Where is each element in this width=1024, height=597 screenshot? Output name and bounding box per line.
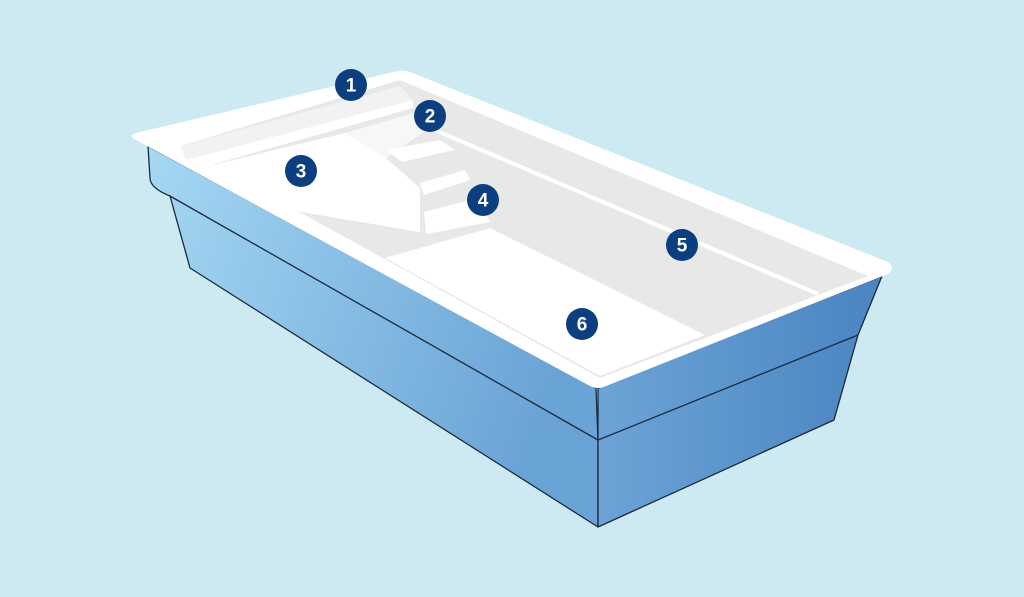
marker-1[interactable]: 1 bbox=[335, 69, 367, 101]
marker-3[interactable]: 3 bbox=[285, 155, 317, 187]
svg-text:5: 5 bbox=[677, 236, 688, 257]
pool-shell bbox=[147, 145, 883, 528]
svg-text:2: 2 bbox=[425, 107, 436, 128]
deep-floor bbox=[385, 228, 705, 376]
svg-text:4: 4 bbox=[478, 191, 489, 212]
marker-2[interactable]: 2 bbox=[414, 100, 446, 132]
marker-badges: 1 2 3 4 5 6 bbox=[285, 69, 698, 340]
svg-text:6: 6 bbox=[577, 315, 588, 336]
bench bbox=[180, 86, 413, 160]
step-1 bbox=[386, 140, 455, 162]
bench-top bbox=[186, 100, 413, 168]
marker-6[interactable]: 6 bbox=[566, 308, 598, 340]
ledge-edge bbox=[429, 126, 819, 296]
step-2 bbox=[420, 170, 470, 195]
marker-5[interactable]: 5 bbox=[666, 229, 698, 261]
svg-text:1: 1 bbox=[346, 76, 357, 97]
marker-4[interactable]: 4 bbox=[467, 184, 499, 216]
svg-text:3: 3 bbox=[296, 162, 307, 183]
